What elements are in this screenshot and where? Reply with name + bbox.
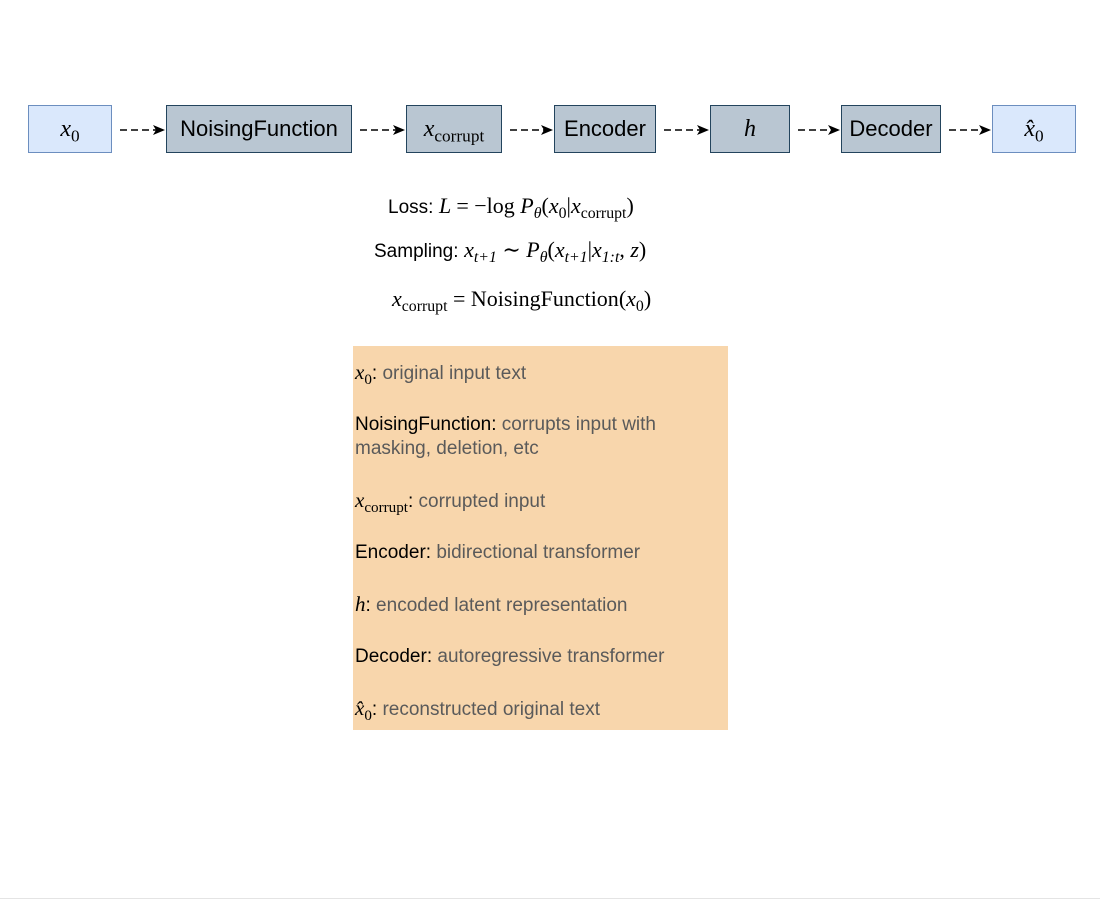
x0-symbol: x0 [60, 115, 80, 146]
encoder-label: Encoder [564, 116, 646, 141]
bottom-divider [0, 898, 1100, 899]
decoder-label: Decoder [849, 116, 933, 141]
legend-item-h: h: encoded latent representation [355, 592, 628, 616]
node-encoder: Encoder [554, 105, 656, 153]
legend-item-decoder: Decoder: autoregressive transformer [355, 646, 665, 667]
x-hat-0-symbol: x̂0 [1024, 115, 1044, 146]
node-h: h [710, 105, 790, 153]
legend-panel: x0: original input text NoisingFunction:… [353, 346, 728, 730]
noising-function-label: NoisingFunction [180, 116, 338, 141]
noising-equation: xcorrupt = NoisingFunction(x0) [392, 286, 652, 316]
node-noising-function: NoisingFunction [166, 105, 352, 153]
node-decoder: Decoder [841, 105, 941, 153]
node-x-hat-0: x̂0 [992, 105, 1076, 153]
legend-item-x-corrupt: xcorrupt: corrupted input [355, 488, 546, 516]
legend-item-noising-function: NoisingFunction: corrupts input with mas… [355, 414, 656, 459]
legend-item-encoder: Encoder: bidirectional transformer [355, 542, 641, 563]
loss-equation: Loss: L = −log Pθ(x0|xcorrupt) [388, 193, 634, 223]
node-x0: x0 [28, 105, 112, 153]
x-corrupt-symbol: xcorrupt [423, 115, 485, 146]
h-symbol: h [744, 115, 756, 142]
node-x-corrupt: xcorrupt [406, 105, 502, 153]
sampling-equation: Sampling: xt+1 ∼ Pθ(xt+1|x1:t, z) [374, 237, 647, 267]
legend-item-x-hat-0: x̂0: reconstructed original text [355, 696, 601, 724]
legend-item-x0: x0: original input text [355, 360, 527, 388]
